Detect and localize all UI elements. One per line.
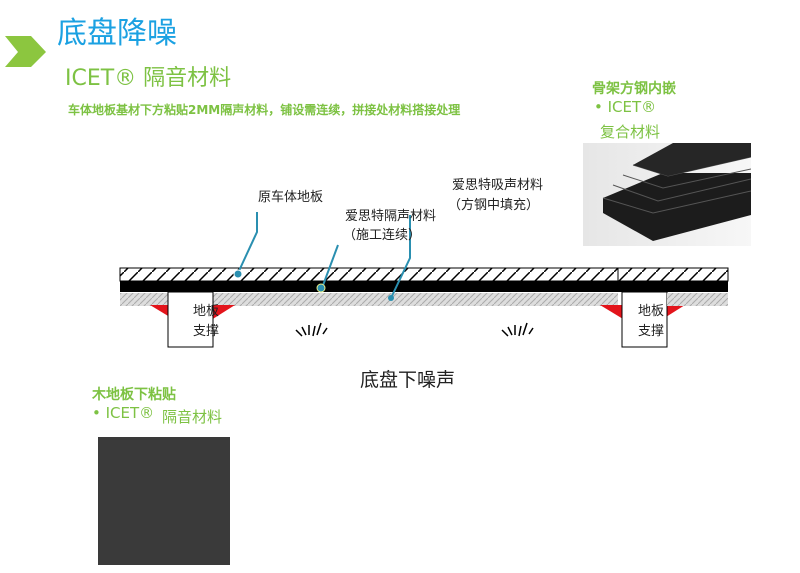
section-description: 车体地板基材下方粘贴2MM隔声材料，铺设需连续，拼接处材料搭接处理 — [68, 103, 461, 117]
right-bullet: • ICET® — [594, 98, 657, 116]
label-absorb: 爱思特吸声材料 — [452, 178, 544, 193]
support-left-label-2: 支撑 — [193, 324, 220, 339]
right-heading: 骨架方钢内嵌 — [592, 81, 676, 97]
material-sample-image — [98, 437, 230, 565]
label-absorb-note: （方钢中填充） — [448, 198, 540, 213]
chevron-arrow-icon — [5, 36, 46, 67]
support-left — [150, 291, 235, 348]
floor-section-diagram — [119, 212, 729, 348]
left-heading: 木地板下粘贴 — [92, 387, 176, 403]
right-bullet-cont: 复合材料 — [600, 123, 661, 141]
foam-sheets-image — [583, 143, 751, 246]
label-insulation-note: （施工连续） — [343, 228, 422, 243]
left-bullet-cont: 隔音材料 — [162, 408, 223, 426]
page-title: 底盘降噪 — [57, 16, 177, 51]
label-insulation: 爱思特隔声材料 — [345, 209, 437, 224]
support-left-label-1: 地板 — [193, 304, 220, 319]
section-subtitle: ICET® 隔音材料 — [65, 66, 232, 91]
support-right — [600, 291, 685, 348]
diagram-caption: 底盘下噪声 — [360, 369, 456, 391]
noise-icon — [295, 322, 534, 337]
left-bullet: • ICET® — [92, 404, 155, 422]
label-floor: 原车体地板 — [258, 190, 324, 205]
support-right-label-1: 地板 — [638, 304, 665, 319]
support-right-label-2: 支撑 — [638, 324, 665, 339]
